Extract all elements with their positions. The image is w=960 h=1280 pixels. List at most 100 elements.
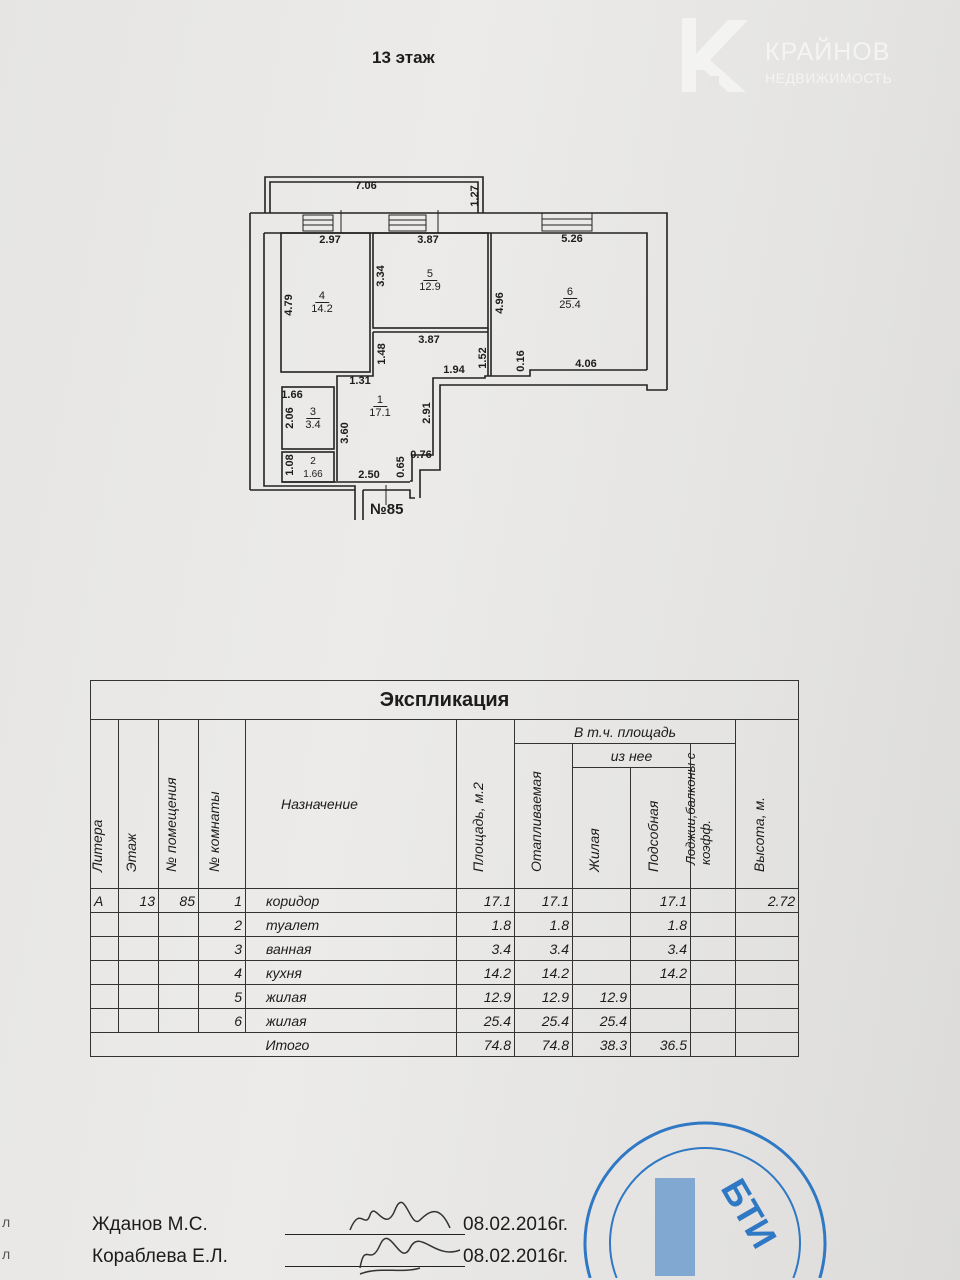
header-living: Жилая — [572, 767, 631, 889]
outer-wall — [250, 212, 668, 390]
cell-purpose: жилая — [245, 1008, 457, 1033]
cell-floor — [118, 912, 159, 937]
bti-stamp: БТИ — [583, 1121, 827, 1278]
signer-name: Жданов М.С. — [92, 1214, 208, 1235]
cell-loggia — [690, 960, 736, 985]
cell-living — [572, 960, 631, 985]
logo-icon — [682, 18, 748, 92]
cell-area: 1.8 — [456, 912, 515, 937]
cell-area: 25.4 — [456, 1008, 515, 1033]
cell-area: 3.4 — [456, 936, 515, 961]
table-title: Экспликация — [89, 680, 800, 720]
dimension-label: 3.87 — [418, 334, 440, 346]
cell-heated: 25.4 — [514, 1008, 573, 1033]
cell-litera: А — [90, 888, 119, 913]
dimension-label: 1.48 — [376, 343, 388, 365]
cell-living — [572, 888, 631, 913]
cell-premise — [158, 912, 199, 937]
signature-line — [285, 1266, 465, 1267]
logo-name: КРАЙНОВ — [765, 38, 891, 66]
header-area: Площадь, м.2 — [456, 719, 515, 889]
cell-area: 14.2 — [456, 960, 515, 985]
cell-litera — [90, 1008, 119, 1033]
cell-area: 17.1 — [456, 888, 515, 913]
cell-floor — [118, 1008, 159, 1033]
cell-height: 2.72 — [734, 888, 800, 913]
dimension-label: 2.97 — [319, 234, 341, 246]
cell-purpose: туалет — [245, 912, 457, 937]
room-4-outline — [280, 232, 371, 373]
room-3-outline — [281, 386, 335, 450]
dimension-label: 2.50 — [358, 469, 380, 481]
dimension-label: 0.65 — [395, 456, 407, 478]
cell-height — [734, 912, 800, 937]
dimension-label: 2.06 — [284, 407, 296, 429]
cell-aux — [630, 1008, 691, 1033]
cell-room: 4 — [198, 960, 246, 985]
cell-premise — [158, 936, 199, 961]
cell-floor — [118, 984, 159, 1009]
cell-aux: 1.8 — [630, 912, 691, 937]
total-aux: 36.5 — [630, 1032, 691, 1057]
header-heated: Отапливаемая — [514, 743, 573, 889]
header-premise: № помещения — [158, 719, 199, 889]
cell-heated: 17.1 — [514, 888, 573, 913]
cell-aux: 3.4 — [630, 936, 691, 961]
cell-height — [734, 936, 800, 961]
cell-heated: 14.2 — [514, 960, 573, 985]
dimension-label: 1.08 — [284, 454, 296, 476]
dimension-label: 1.66 — [281, 389, 303, 401]
dimension-label: 3.87 — [417, 234, 439, 246]
cell-floor — [118, 960, 159, 985]
cell-room: 3 — [198, 936, 246, 961]
cell-premise — [158, 984, 199, 1009]
cell-height — [734, 960, 800, 985]
header-loggias: Лоджии,балконы с коэфф. — [683, 743, 736, 889]
dimension-label: 4.79 — [283, 294, 295, 316]
cell-floor: 13 — [118, 888, 159, 913]
explication-table: Экспликация Литера Этаж № помещения № ко… — [89, 680, 800, 1057]
header-floor: Этаж — [118, 719, 159, 889]
cell-purpose: жилая — [245, 984, 457, 1009]
cell-purpose: кухня — [245, 960, 457, 985]
cell-purpose: коридор — [245, 888, 457, 913]
dimension-label: 0.16 — [515, 350, 527, 372]
header-room: № комнаты — [198, 719, 246, 889]
signature-line — [285, 1234, 465, 1235]
cell-heated: 12.9 — [514, 984, 573, 1009]
cell-living: 12.9 — [572, 984, 631, 1009]
svg-text:БТИ: БТИ — [713, 1172, 785, 1256]
cell-living — [572, 936, 631, 961]
cell-room: 6 — [198, 1008, 246, 1033]
cell-height — [734, 984, 800, 1009]
dimension-label: 1.31 — [349, 375, 371, 387]
dimension-label: 3.34 — [375, 265, 387, 287]
cell-loggia — [690, 912, 736, 937]
dimension-label: 0.76 — [410, 449, 432, 461]
dimension-label: 5.26 — [561, 233, 583, 245]
cell-litera — [90, 912, 119, 937]
dimension-label: 1.94 — [443, 364, 465, 376]
dimension-label: 2.91 — [421, 402, 433, 424]
total-living: 38.3 — [572, 1032, 631, 1057]
cell-loggia — [690, 936, 736, 961]
cell-heated: 1.8 — [514, 912, 573, 937]
cell-premise — [158, 960, 199, 985]
logo-subtitle: НЕДВИЖИМОСТЬ — [765, 70, 893, 86]
dimension-label: 7.06 — [355, 180, 377, 192]
total-heated: 74.8 — [514, 1032, 573, 1057]
cell-room: 2 — [198, 912, 246, 937]
signature-date: 08.02.2016г. — [463, 1214, 568, 1235]
cell-heated: 3.4 — [514, 936, 573, 961]
cell-premise — [158, 1008, 199, 1033]
